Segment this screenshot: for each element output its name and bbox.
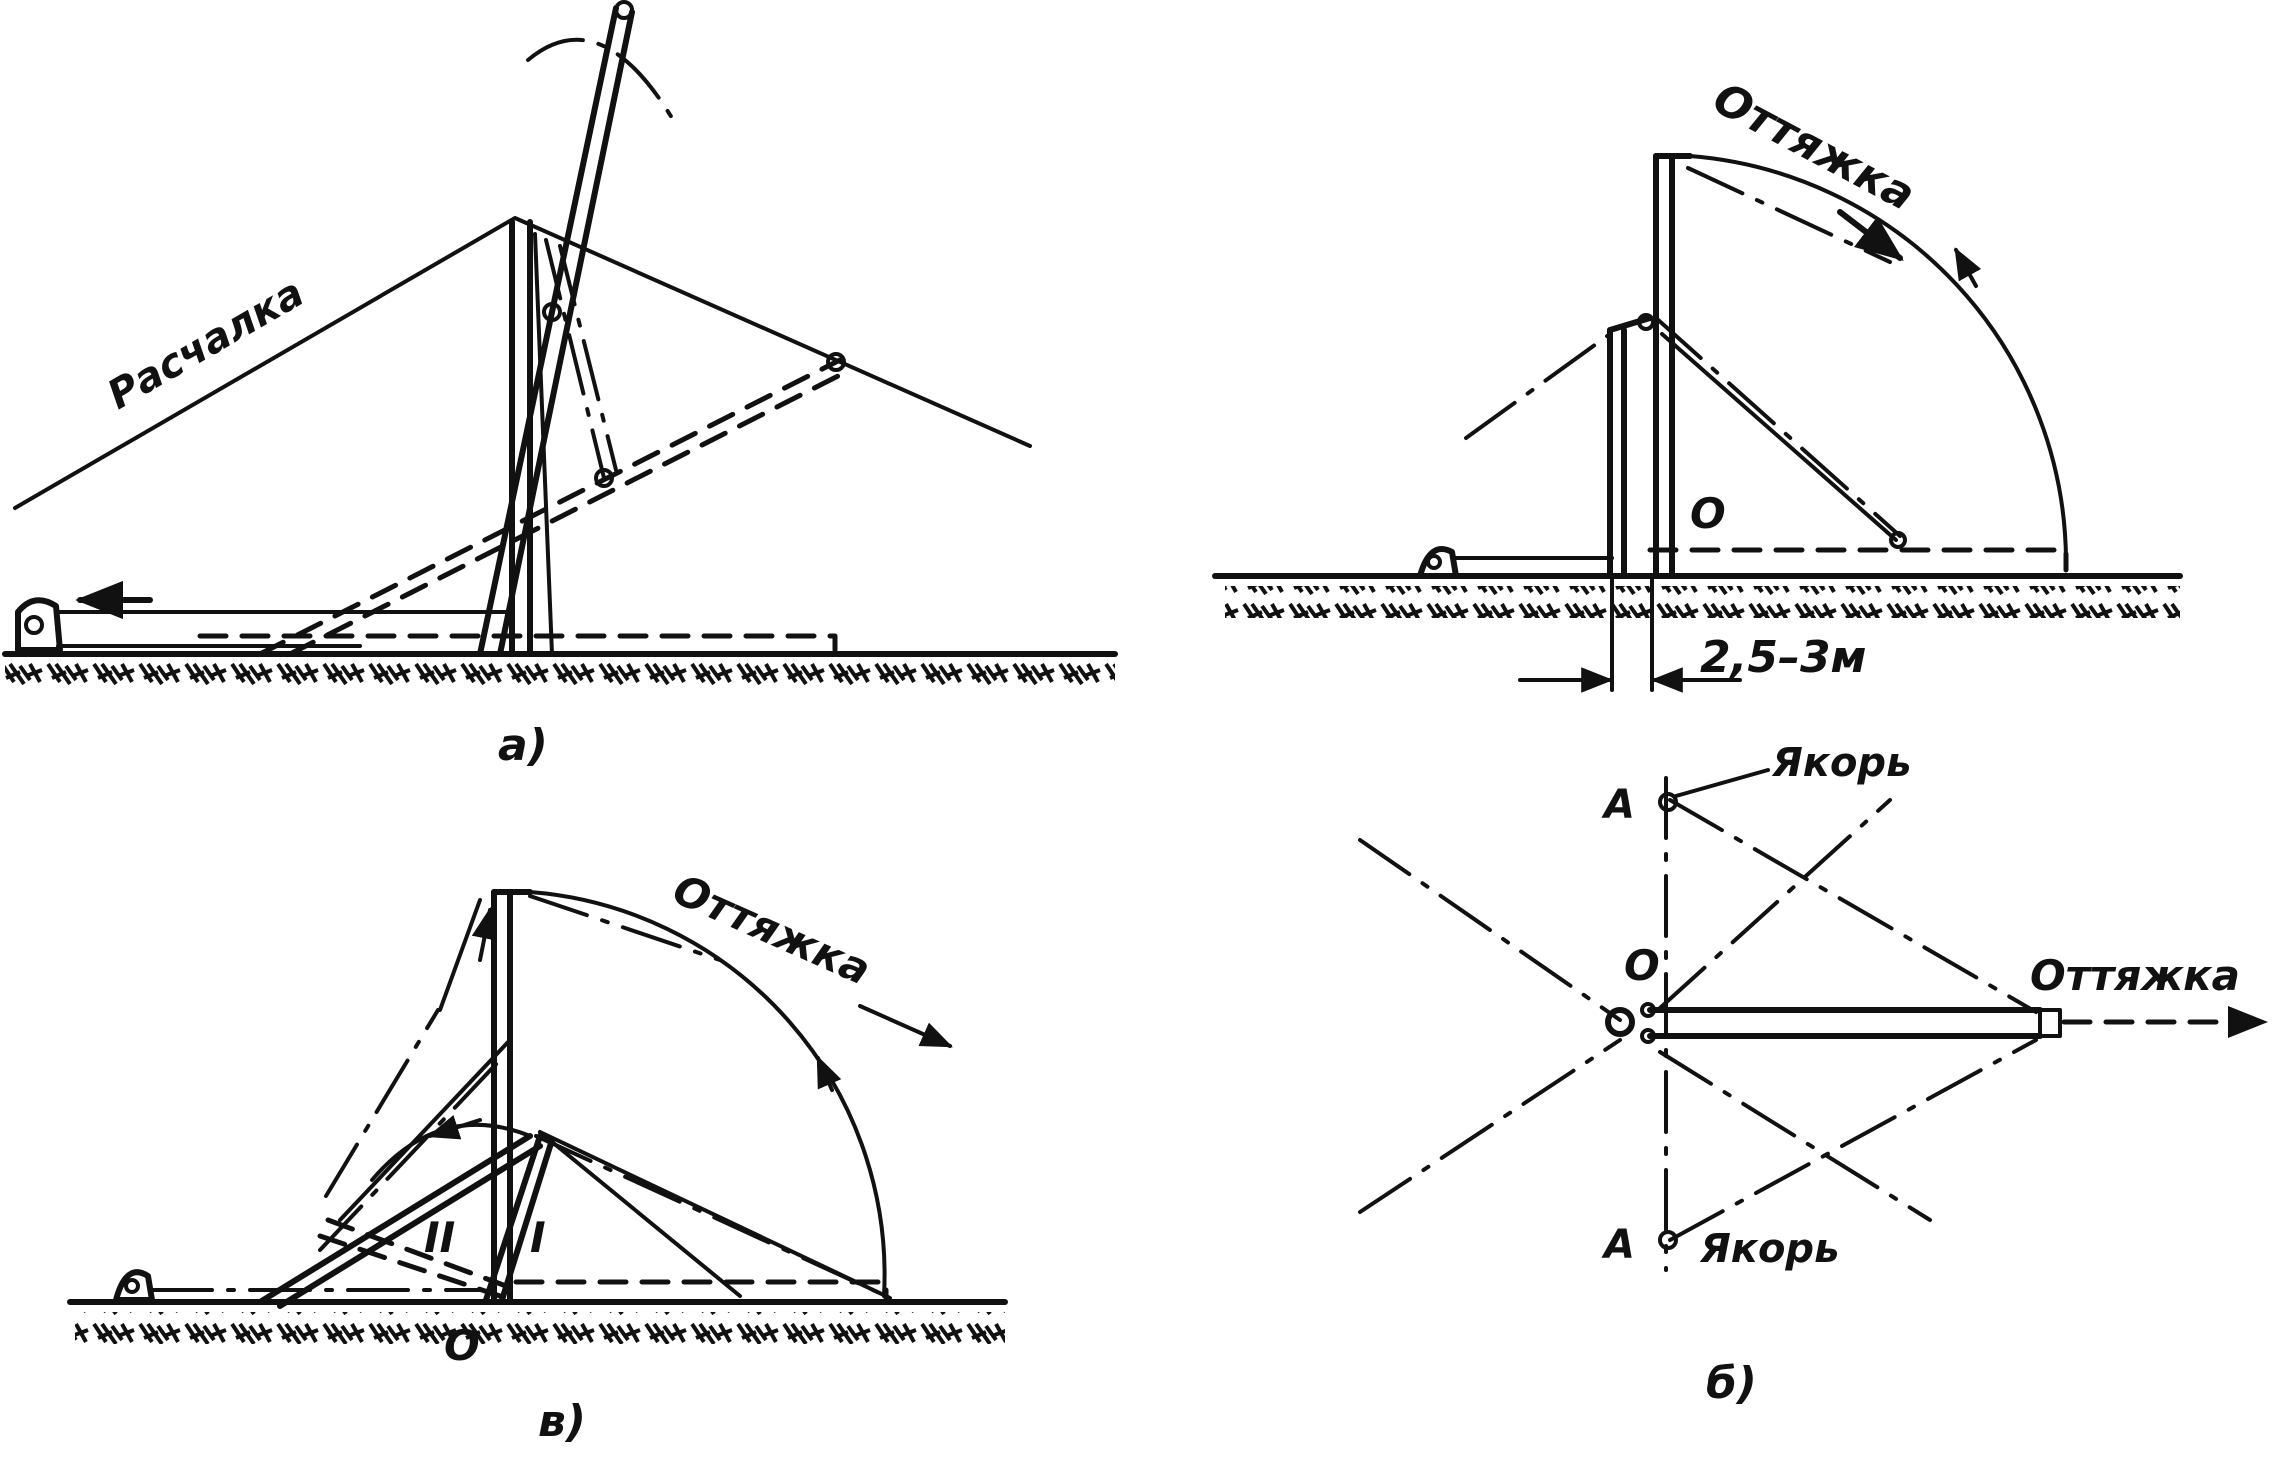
tie-dashdot: [1686, 166, 1892, 264]
winch-drum: [24, 615, 44, 635]
boom-i-solid-2: [538, 1130, 892, 1300]
rigging-dashdot: [1464, 332, 1612, 440]
ground-hatching: [75, 1312, 1005, 1344]
guy-arrow: [858, 1004, 953, 1048]
anchor-line-top: [1668, 798, 2038, 1014]
rigging-dashdot-1: [544, 238, 606, 480]
pivot-pin-2: [1640, 1028, 1656, 1044]
baseline-dashed: [197, 633, 838, 653]
diagonal-2b: [1658, 798, 1892, 1010]
rigging-dashdot-2: [558, 244, 618, 472]
boom-i-solid: [538, 1130, 742, 1298]
block: [594, 468, 614, 488]
guy-label: Оттяжка: [666, 864, 878, 994]
anchor-line-bottom: [1668, 1038, 2038, 1242]
helper-boom-dashed: [257, 357, 843, 657]
anchor-bottom-letter: А: [1601, 1222, 1635, 1268]
boom-ii-dashdot: [318, 1058, 502, 1252]
panel-upper-right: Оттяжка О 2,5–3м: [1212, 73, 2183, 693]
up-arrow: [471, 906, 497, 962]
position-ii-upper: [438, 898, 482, 1012]
arc-arrow: [1954, 247, 1982, 288]
boom-ii-solid-2: [277, 1143, 543, 1309]
front-dashdot: [324, 1008, 440, 1198]
rotation-arc: [528, 890, 887, 1298]
guy-label: Оттяжка: [2030, 951, 2240, 1000]
position-i-label: I: [530, 1213, 546, 1262]
guy-arrow: [1837, 209, 1904, 261]
panel-v: Оттяжка II I О в): [67, 864, 1008, 1447]
pivot-label: О: [1624, 941, 1660, 990]
ground-hatching: [5, 660, 1115, 692]
winch-drum: [124, 1278, 140, 1294]
dimension-label: 2,5–3м: [1700, 632, 1867, 683]
boom-solid: [1660, 332, 1898, 542]
guy-rope: [13, 216, 1032, 510]
rotation-arc: [526, 37, 674, 120]
diagonal-2: [1358, 1038, 1622, 1214]
anchor-bottom: [1658, 1230, 1678, 1250]
boom-tip: [1889, 531, 1907, 549]
helper-boom-dashed-2: [287, 372, 843, 657]
guy-label: Оттяжка: [1705, 73, 1923, 221]
anchor-top-leader: [1674, 768, 1770, 798]
leaning-boom-left: [477, 5, 619, 657]
boom-dashdot: [1654, 316, 1902, 538]
caption-b: б): [1706, 1358, 1757, 1409]
winch-icon: [1417, 546, 1459, 579]
anchor-bottom-label: Якорь: [1699, 1226, 1839, 1272]
position-ii-arrow: [426, 1115, 482, 1140]
rotation-arc: [1688, 154, 2068, 562]
pulley: [542, 302, 562, 322]
gin-pole-top: [1607, 315, 1653, 333]
winch-drum: [1426, 554, 1442, 570]
diagonal-1: [1358, 838, 1622, 1022]
winch-icon: [15, 597, 63, 653]
ground-dashed: [513, 1279, 889, 1301]
pivot-hinge: [1605, 1007, 1635, 1037]
diagonal-1b: [1658, 1050, 1932, 1222]
winch-icon: [113, 1269, 155, 1303]
gin-to-mast: [338, 1038, 512, 1222]
ground-hatching: [1225, 586, 2180, 618]
position-ii-label: II: [424, 1213, 455, 1262]
arc-arrow: [816, 1055, 842, 1092]
leaning-boom-right: [497, 9, 635, 657]
pivot-label: О: [444, 1321, 480, 1370]
caption-v: в): [538, 1396, 586, 1447]
pivot-pin-1: [1640, 1002, 1656, 1018]
position-ii-dashed-2: [325, 1217, 509, 1289]
pivot-strut: [483, 1133, 543, 1303]
pivot-label: О: [1690, 489, 1726, 538]
ground-dashed: [1647, 547, 2069, 573]
panel-a: Расчалка а): [2, 0, 1118, 771]
anchor-top-label: Якорь: [1771, 740, 1911, 786]
caption-a: а): [498, 720, 548, 771]
helper-boom-head: [826, 352, 846, 372]
pivot-strut-2: [499, 1137, 555, 1303]
guy-dashdot: [528, 894, 722, 962]
boom-ii-solid: [257, 1133, 533, 1305]
boom-head: [614, 0, 634, 20]
anchor-top-letter: А: [1601, 782, 1635, 828]
gin-pole-pulley: [1637, 313, 1655, 331]
anchor-top: [1658, 792, 1678, 812]
mast-plan-end: [2038, 1008, 2062, 1038]
panel-b: А Якорь О Оттяжка А Якорь б): [1358, 740, 2268, 1409]
position-ii-dashed: [317, 1233, 503, 1299]
